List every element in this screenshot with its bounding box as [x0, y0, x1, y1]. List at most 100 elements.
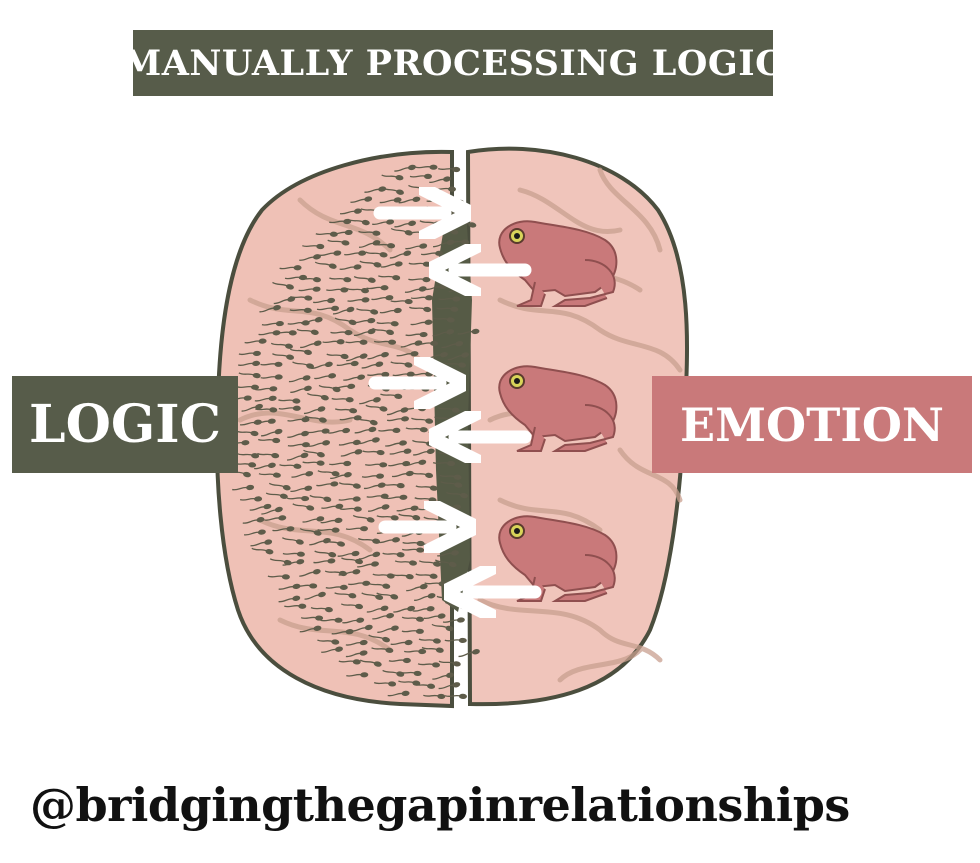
tadpole-icon — [337, 550, 360, 557]
tadpole-icon — [255, 407, 278, 413]
tadpole-icon — [260, 374, 283, 380]
tadpole-icon — [373, 339, 397, 345]
tadpole-icon — [364, 462, 388, 468]
tadpole-icon — [409, 306, 432, 313]
tadpole-icon — [321, 503, 344, 509]
tadpole-icon — [357, 537, 381, 544]
tadpole-icon — [346, 287, 369, 294]
tadpole-icon — [261, 320, 284, 327]
tadpole-icon — [339, 208, 362, 215]
tadpole-icon — [353, 276, 376, 283]
tadpole-icon — [299, 569, 321, 577]
tadpole-icon — [238, 350, 261, 357]
tadpole-icon — [358, 551, 381, 560]
tadpole-icon — [299, 528, 322, 536]
tadpole-icon — [344, 250, 367, 256]
tadpole-icon — [382, 483, 405, 489]
tadpole-icon — [308, 440, 331, 447]
tadpole-icon — [378, 275, 401, 281]
tadpole-icon — [279, 265, 302, 271]
tadpole-icon — [232, 484, 255, 491]
tadpole-icon — [415, 340, 439, 346]
tadpole-icon — [353, 317, 376, 324]
tadpole-icon — [303, 449, 325, 458]
tadpole-icon — [279, 463, 302, 469]
tadpole-icon — [365, 404, 388, 412]
tadpole-icon — [272, 281, 294, 290]
tadpole-icon — [408, 277, 431, 283]
tadpole-icon — [261, 506, 283, 515]
tadpole-icon — [401, 628, 424, 634]
tadpole-icon — [298, 277, 321, 283]
tadpole-icon — [282, 537, 304, 545]
tadpole-icon — [282, 551, 305, 557]
tadpole-icon — [338, 659, 361, 665]
tadpole-icon — [356, 308, 379, 315]
tadpole-icon — [405, 243, 428, 250]
tadpole-icon — [404, 286, 427, 293]
tadpole-icon — [288, 375, 311, 383]
tadpole-icon — [329, 460, 352, 467]
tadpole-icon — [268, 482, 291, 491]
tadpole-icon — [286, 495, 310, 502]
tadpole-icon — [310, 607, 333, 613]
tadpole-icon — [326, 353, 349, 360]
tadpole-icon — [327, 239, 350, 246]
tadpole-icon — [405, 331, 428, 338]
tadpole-icon — [390, 639, 413, 646]
tadpole-icon — [238, 372, 261, 379]
tadpole-icon — [330, 472, 352, 480]
tadpole-icon — [332, 306, 355, 315]
tadpole-icon — [438, 296, 461, 302]
tadpole-icon — [236, 430, 259, 437]
tadpole-icon — [331, 397, 354, 403]
tadpole-icon — [341, 557, 364, 565]
tadpole-icon — [359, 260, 382, 268]
tadpole-icon — [372, 243, 396, 249]
tadpole-icon — [376, 592, 399, 600]
tadpole-icon — [394, 220, 417, 228]
tadpole-icon — [292, 361, 314, 369]
tadpole-icon — [345, 526, 368, 532]
tadpole-icon — [444, 693, 467, 699]
tadpole-icon — [241, 403, 263, 412]
frog-icon — [498, 220, 618, 307]
tadpole-icon — [385, 494, 408, 500]
tadpole-icon — [278, 595, 301, 603]
logic-label-box: LOGIC — [12, 376, 238, 473]
tadpole-icon — [441, 341, 464, 349]
tadpole-icon — [415, 485, 438, 491]
tadpole-icon — [311, 361, 333, 369]
tadpole-icon — [408, 261, 431, 267]
tadpole-icon — [339, 506, 362, 512]
tadpole-icon — [440, 481, 463, 488]
tadpole-icon — [401, 547, 425, 553]
tadpole-icon — [303, 406, 326, 415]
tadpole-icon — [317, 470, 340, 477]
tadpole-icon — [302, 243, 325, 250]
tadpole-icon — [287, 430, 309, 438]
tadpole-icon — [267, 574, 290, 580]
tadpole-icon — [251, 547, 274, 555]
tadpole-icon — [290, 485, 313, 493]
tadpole-icon — [342, 617, 365, 624]
tadpole-icon — [338, 496, 361, 502]
tadpole-icon — [377, 625, 399, 633]
tadpole-icon — [345, 639, 368, 646]
tadpole-icon — [317, 527, 340, 533]
tadpole-icon — [390, 361, 413, 368]
tadpole-icon — [323, 539, 346, 547]
tadpole-icon — [320, 517, 343, 524]
tadpole-icon — [402, 540, 425, 547]
tadpole-icon — [394, 164, 416, 172]
tadpole-icon — [325, 584, 348, 590]
tadpole-icon — [371, 295, 394, 301]
tadpole-icon — [304, 415, 327, 423]
tadpole-icon — [361, 473, 384, 479]
tadpole-icon — [355, 417, 378, 426]
tadpole-icon — [317, 639, 340, 645]
tadpole-icon — [412, 606, 435, 612]
tadpole-icon — [367, 351, 389, 360]
tadpole-icon — [414, 593, 436, 601]
tadpole-icon — [294, 583, 318, 589]
